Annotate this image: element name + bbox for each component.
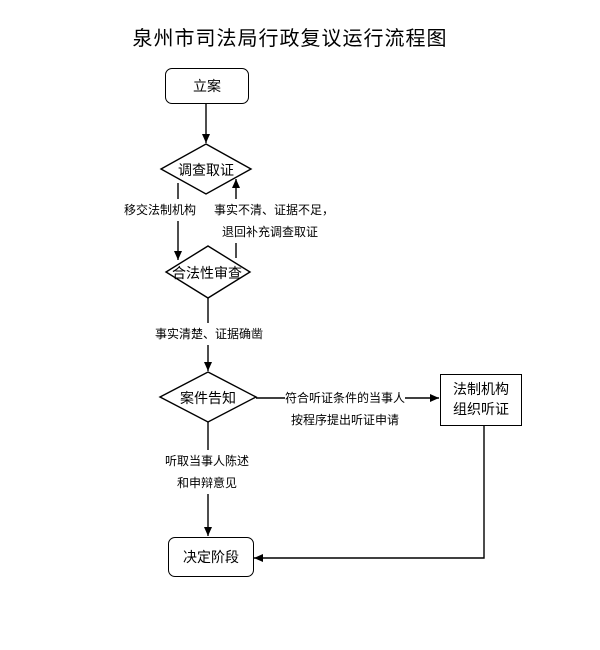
node-jueding: 决定阶段: [168, 537, 254, 577]
node-lian-label: 立案: [193, 79, 221, 95]
edge-label-fuhe-1: 符合听证条件的当事人: [285, 387, 406, 409]
edge-label-yijiao: 移交法制机构: [124, 199, 197, 221]
edge-label-tingqu-2: 和申辩意见: [177, 472, 238, 494]
node-hefaxing-label: 合法性审查: [172, 266, 242, 282]
node-fazhi: 法制机构 组织听证: [440, 374, 522, 426]
edge-label-buqing-1: 事实不清、证据不足，: [214, 199, 335, 221]
node-fazhi-label-1: 法制机构: [453, 382, 509, 398]
edge-label-buqing: 事实不清、证据不足， 退回补充调查取证: [214, 199, 335, 243]
edge-label-fuhe-2: 按程序提出听证申请: [291, 413, 400, 427]
edge-label-fuhe: 符合听证条件的当事人 按程序提出听证申请: [285, 387, 406, 431]
edge-label-qingchu: 事实清楚、证据确凿: [155, 323, 264, 345]
edge-label-tingqu-1: 听取当事人陈述: [165, 450, 250, 472]
node-lian: 立案: [165, 68, 249, 104]
arrow-fazhi-to-jueding: [254, 426, 485, 562]
node-fazhi-label-2: 组织听证: [453, 402, 509, 418]
page-title: 泉州市司法局行政复议运行流程图: [132, 26, 448, 50]
node-diaocha-label: 调查取证: [178, 163, 234, 179]
diamond-diaocha: [159, 143, 253, 195]
node-jueding-label: 决定阶段: [183, 550, 239, 566]
node-anjian-label: 案件告知: [180, 391, 236, 407]
edge-label-buqing-2: 退回补充调查取证: [214, 221, 335, 243]
edge-label-tingqu: 听取当事人陈述 和申辩意见: [165, 450, 250, 494]
